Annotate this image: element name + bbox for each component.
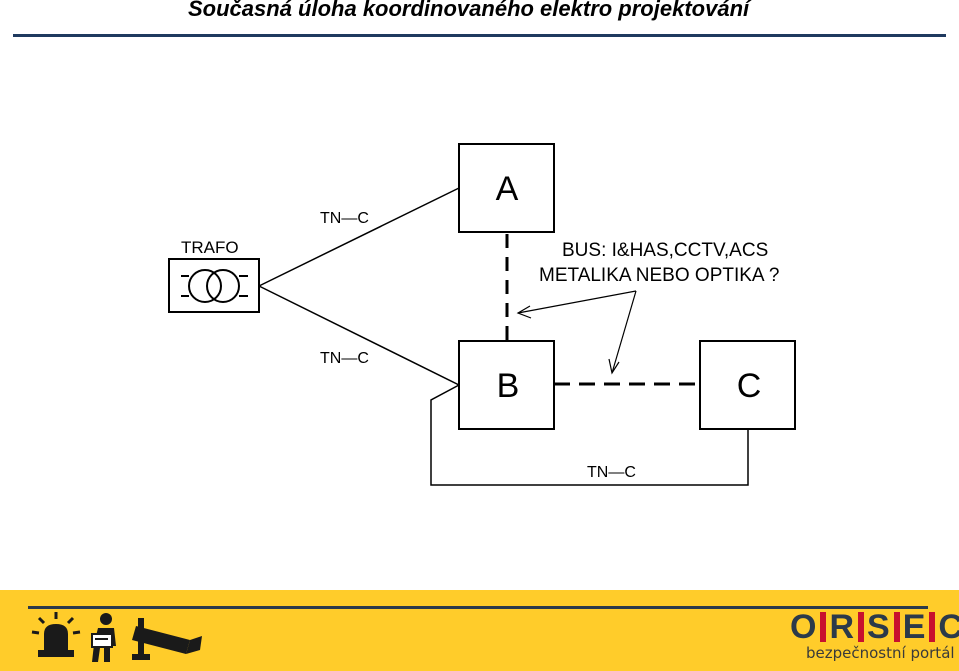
logo-letter-r: R [829, 608, 856, 646]
logo-letter-e: E [902, 608, 927, 646]
logo-separator [858, 612, 865, 642]
logo-separator [820, 612, 827, 642]
footer-icons [31, 612, 202, 662]
logo-letter-c: C [938, 608, 959, 646]
siren-icon [31, 612, 81, 657]
cable-trafo-b [258, 285, 460, 386]
node-a: A [458, 143, 555, 233]
cable-label-b-c: TN—C [587, 464, 636, 481]
header-rule [13, 34, 946, 37]
cable-b-c [430, 384, 749, 486]
node-b-label: B [497, 367, 520, 405]
security-guard-icon [91, 613, 116, 662]
annotation-arrows [516, 290, 637, 375]
logo-separator [929, 612, 936, 642]
logo-letter-s: S [867, 608, 891, 646]
cable-trafo-a [258, 187, 460, 287]
page-title: Současná úloha koordinovaného elektro pr… [188, 0, 750, 21]
node-b: B [458, 340, 555, 430]
trafo-label: TRAFO [181, 238, 239, 257]
node-c: C [699, 340, 796, 430]
distribution-diagram: TRAFO TN—C TN—C TN—C A B C BUS: I& [168, 143, 796, 486]
node-a-label: A [496, 170, 519, 208]
bus-annotation-line2: METALIKA NEBO OPTIKA ? [539, 265, 779, 286]
bus-annotation-line1: BUS: I&HAS,CCTV,ACS [562, 240, 768, 261]
cable-label-trafo-b: TN—C [320, 350, 369, 367]
logo-tagline: bezpečnostní portál [806, 644, 955, 662]
transformer-icon [168, 258, 260, 313]
cctv-camera-icon [132, 618, 202, 660]
node-c-label: C [737, 367, 762, 405]
logo-separator [893, 612, 900, 642]
footer-rule [28, 606, 928, 609]
cable-label-trafo-a: TN—C [320, 210, 369, 227]
logo-letter-o: O [790, 608, 818, 646]
footer-bar [0, 590, 959, 671]
